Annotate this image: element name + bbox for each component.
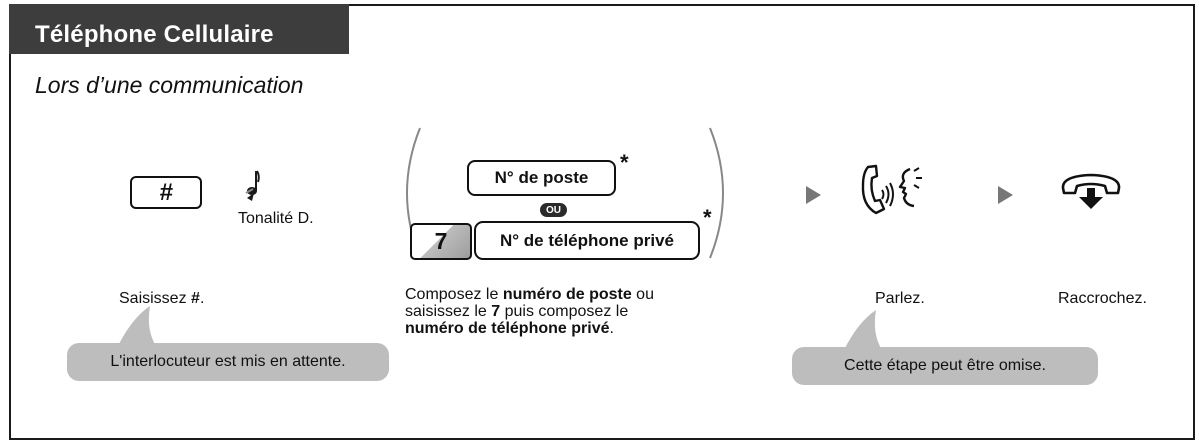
dial-number-caption: Composez le numéro de poste ou saisissez… <box>405 286 654 337</box>
extension-asterisk: * <box>620 150 629 175</box>
or-badge: OU <box>540 203 567 217</box>
optional-note-tail <box>844 310 882 350</box>
hold-note-tail <box>118 306 156 346</box>
private-asterisk: * <box>703 205 712 230</box>
next-arrow-icon <box>806 186 821 204</box>
optional-note-bubble: Cette étape peut être omise. <box>792 347 1098 385</box>
hang-up-caption: Raccrochez. <box>1058 290 1147 307</box>
talk-caption: Parlez. <box>875 290 925 307</box>
enter-hash-caption: Saisissez #. <box>119 290 205 307</box>
music-note-icon <box>243 168 263 209</box>
procedure-frame <box>9 4 1195 440</box>
talk-icon <box>858 163 930 224</box>
extension-number-key: N° de poste <box>467 160 616 196</box>
section-title: Téléphone Cellulaire <box>9 4 349 54</box>
seven-key: 7 <box>410 223 472 260</box>
tone-label: Tonalité D. <box>238 210 314 227</box>
right-parenthesis <box>709 127 724 259</box>
hang-up-icon <box>1058 166 1124 219</box>
procedure-subtitle: Lors d’une communication <box>35 72 304 98</box>
next-arrow-icon <box>998 186 1013 204</box>
private-number-key: N° de téléphone privé <box>474 221 700 260</box>
hash-key: # <box>130 176 202 209</box>
hold-note-bubble: L'interlocuteur est mis en attente. <box>67 343 389 381</box>
